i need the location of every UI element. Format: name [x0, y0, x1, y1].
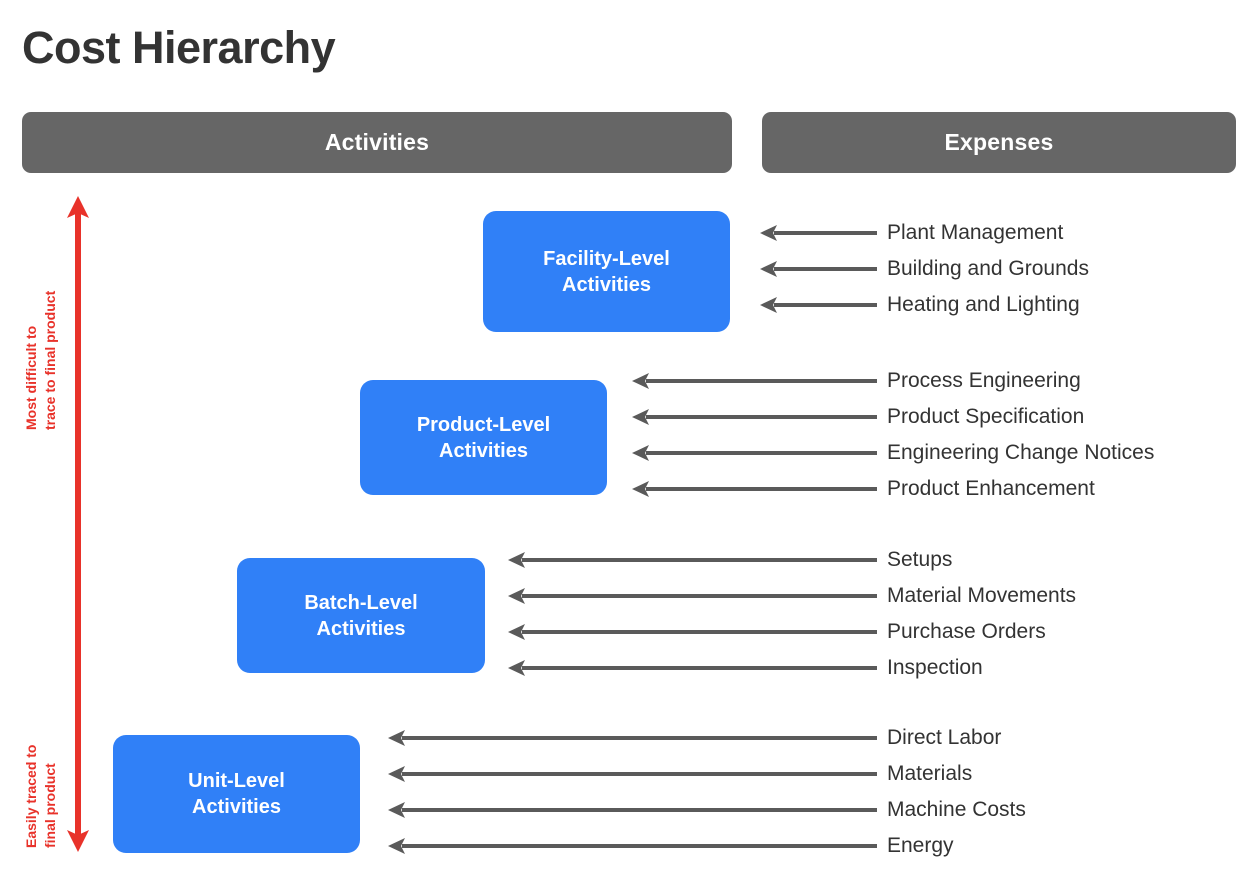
expense-label: Plant Management — [887, 221, 1064, 244]
expense-arrow-left-icon — [760, 297, 877, 313]
expense-row: Building and Grounds — [760, 256, 1251, 282]
axis-label-most-difficult-line1: Most difficult to — [23, 325, 39, 430]
activity-box-facility-level-line2: Activities — [562, 273, 651, 296]
expense-arrow-left-icon — [508, 588, 877, 604]
expense-label: Building and Grounds — [887, 257, 1089, 280]
activity-box-unit-level-line2: Activities — [192, 796, 281, 818]
expense-arrow-left-icon — [388, 838, 877, 854]
expense-label: Process Engineering — [887, 369, 1081, 392]
expense-label: Engineering Change Notices — [887, 441, 1155, 464]
expense-arrow-left-icon — [508, 552, 877, 568]
expense-arrow-left-icon — [388, 730, 877, 746]
expense-label: Setups — [887, 548, 953, 571]
expense-arrow-left-icon — [760, 261, 877, 277]
expense-label: Direct Labor — [887, 726, 1002, 749]
expense-row: Direct Labor — [388, 725, 1251, 751]
activity-box-facility-level-line1: Facility-Level — [543, 247, 670, 270]
activity-box-facility-level[interactable]: Facility-Level Activities — [483, 211, 730, 332]
expense-row: Material Movements — [508, 583, 1251, 609]
column-header-expenses: Expenses — [762, 112, 1236, 173]
expense-label: Inspection — [887, 656, 983, 679]
expense-arrow-left-icon — [388, 802, 877, 818]
expense-arrow-left-icon — [632, 409, 877, 425]
expense-label: Energy — [887, 834, 954, 857]
expense-arrow-left-icon — [388, 766, 877, 782]
expense-row: Inspection — [508, 655, 1251, 681]
column-header-activities: Activities — [22, 112, 732, 173]
expense-label: Product Specification — [887, 405, 1085, 428]
activity-box-batch-level-line2: Activities — [316, 617, 406, 640]
axis-label-most-difficult-line2: trace to final product — [42, 290, 58, 430]
expense-arrow-left-icon — [632, 481, 877, 497]
expense-row: Product Specification — [632, 404, 1251, 430]
activity-box-unit-level-line1: Unit-Level — [188, 770, 285, 792]
expense-row: Energy — [388, 833, 1251, 859]
expense-row: Purchase Orders — [508, 619, 1251, 645]
expense-arrow-left-icon — [632, 445, 877, 461]
activity-box-batch-level-line1: Batch-Level — [304, 591, 418, 614]
expense-row: Process Engineering — [632, 368, 1251, 394]
expense-label: Heating and Lighting — [887, 293, 1080, 316]
expense-row: Product Enhancement — [632, 476, 1251, 502]
expense-arrow-left-icon — [760, 225, 877, 241]
expense-row: Heating and Lighting — [760, 292, 1251, 318]
activity-box-batch-level[interactable]: Batch-Level Activities — [237, 558, 485, 673]
expense-row: Materials — [388, 761, 1251, 787]
traceability-axis-arrow-icon — [67, 196, 89, 852]
expense-label: Materials — [887, 762, 973, 785]
activity-box-product-level-line1: Product-Level — [416, 413, 551, 436]
expense-row: Setups — [508, 547, 1251, 573]
column-header-activities-label: Activities — [324, 129, 430, 155]
axis-label-easily-traced-line2: final product — [42, 763, 58, 848]
axis-label-easily-traced-line1: Easily traced to — [23, 744, 39, 849]
expense-label: Machine Costs — [887, 798, 1026, 821]
expense-label: Material Movements — [887, 584, 1077, 607]
expense-row: Engineering Change Notices — [632, 440, 1251, 466]
expense-row: Machine Costs — [388, 797, 1251, 823]
expense-arrow-left-icon — [508, 660, 877, 676]
axis-label-most-difficult: Most difficult to trace to final product — [22, 291, 60, 430]
activity-box-product-level-line2: Activities — [439, 439, 528, 462]
axis-label-easily-traced: Easily traced to final product — [22, 745, 60, 849]
expense-row: Plant Management — [760, 220, 1251, 246]
expense-arrow-left-icon — [632, 373, 877, 389]
expense-arrow-left-icon — [508, 624, 877, 640]
expense-label: Purchase Orders — [887, 620, 1046, 643]
activity-box-unit-level[interactable]: Unit-Level Activities — [113, 735, 360, 853]
column-header-expenses-label: Expenses — [944, 129, 1054, 155]
activity-box-product-level[interactable]: Product-Level Activities — [360, 380, 607, 495]
page-title: Cost Hierarchy — [22, 22, 336, 73]
expense-label: Product Enhancement — [887, 477, 1095, 500]
